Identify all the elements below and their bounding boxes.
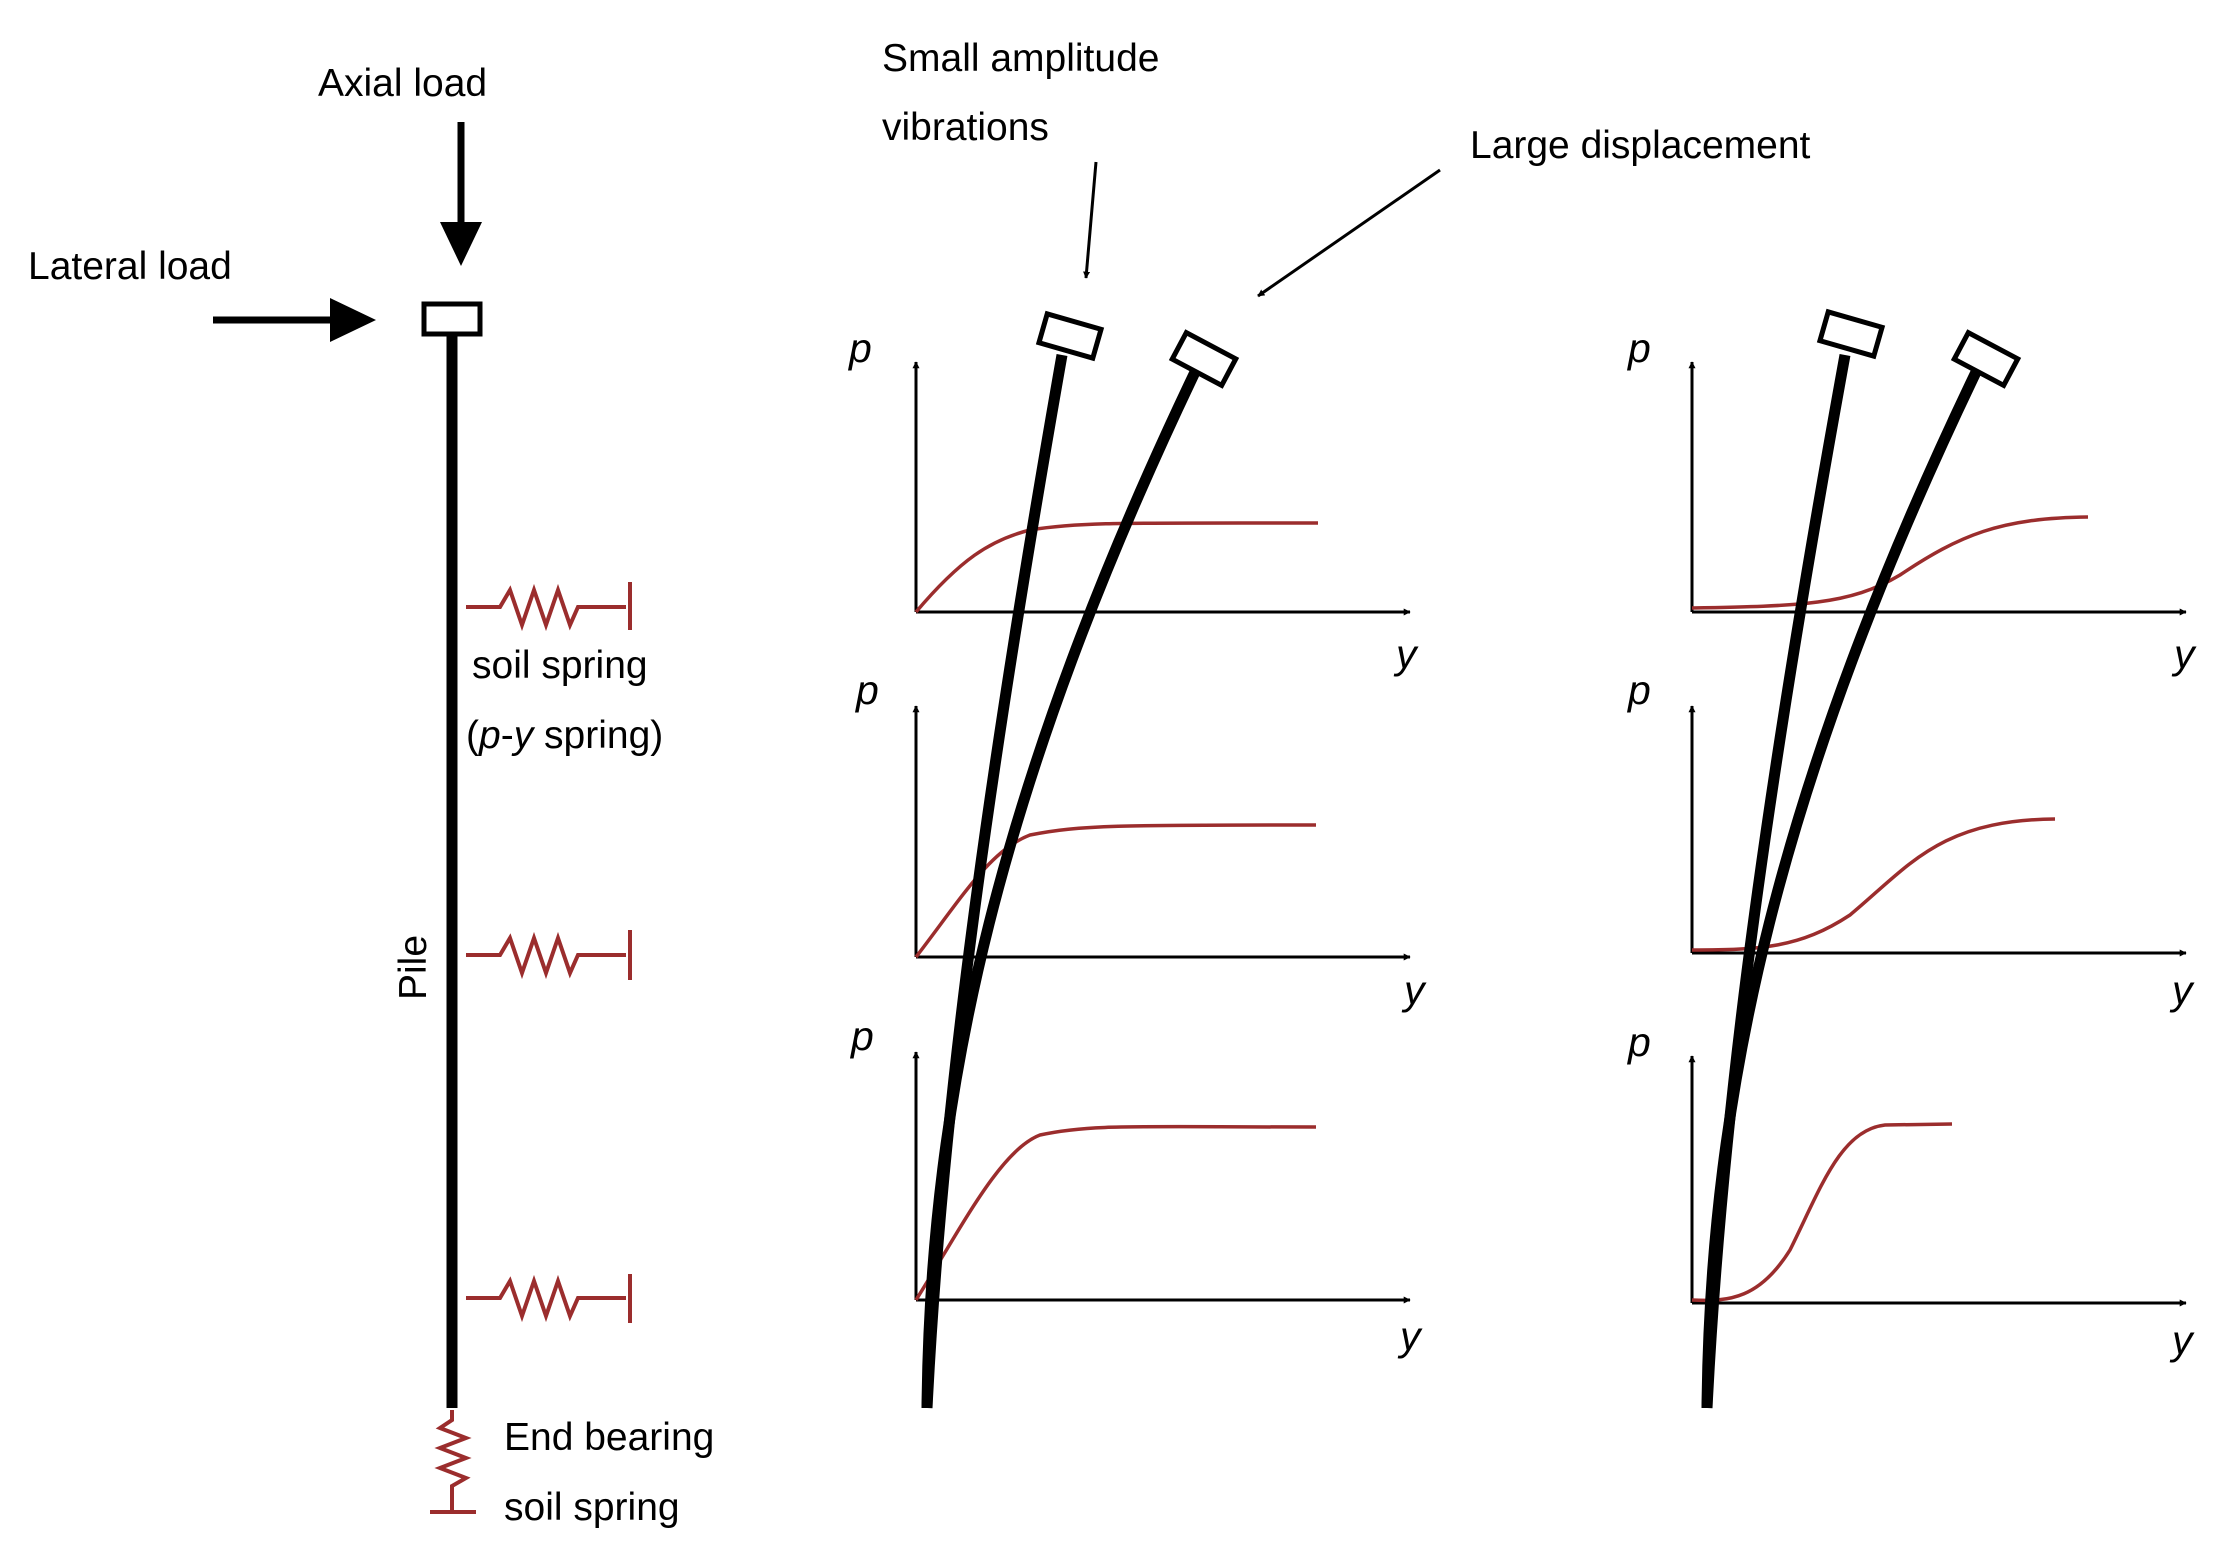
lateral-load-arrow [213,298,376,342]
pile-cap-small [1035,310,1105,362]
pile-label: Pile [392,935,435,1000]
pile-cap [421,301,483,337]
p-axis-label: p [847,325,872,371]
small-amplitude-label-2: vibrations [882,106,1049,149]
py-axes [912,705,1411,961]
p-axis-label: p [849,1013,874,1059]
soil-spring-label: soil spring [472,644,648,687]
y-axis-label: y [1397,1313,1423,1359]
end-bearing-spring [430,1410,476,1514]
py-curve [914,521,1319,614]
py-spring-label: (p-y spring) [466,714,663,757]
y-axis-label: y [2169,1317,2195,1363]
large-displacement-label: Large displacement [1470,124,1811,167]
large-displacement-pointer [1257,168,1441,298]
py-curve [914,1124,1317,1301]
soil-spring [466,582,632,632]
pile-cap-small [1816,308,1886,360]
py-curve [1691,1122,1953,1303]
p-axis-label: p [1626,667,1651,713]
py-axes [1688,705,2187,957]
pile-cap-large [1168,329,1240,389]
y-axis-label: y [1393,631,1419,677]
py-axes [912,1051,1411,1304]
py-axes [1688,1055,2187,1307]
lateral-load-label: Lateral load [28,245,232,288]
deflected-pile-large [921,367,1201,1409]
small-amplitude-label: Small amplitude [882,37,1159,80]
py-axes [912,361,1411,616]
end-bearing-label-2: soil spring [504,1486,680,1529]
right-py-panel: p y p y p y [1626,308,2197,1409]
deflected-pile-large [1701,367,1982,1409]
middle-py-panel: p y p y p y [847,310,1427,1409]
y-axis-label: y [2171,631,2197,677]
y-axis-label: y [2169,967,2195,1013]
y-axis-label: y [1401,967,1427,1013]
py-axes [1688,361,2187,616]
p-axis-label: p [854,667,879,713]
axial-load-arrow [440,122,482,266]
axial-load-label: Axial load [318,62,487,105]
py-curve [1691,515,2089,610]
p-axis-label: p [1626,1019,1651,1065]
soil-spring [466,930,632,980]
soil-spring [466,1274,632,1323]
pile-model: Axial load Lateral load Pile soil spring… [28,62,714,1529]
pile-cap-large [1950,329,2022,389]
small-amplitude-pointer [1083,161,1098,279]
py-curve [914,823,1317,959]
py-curve [1691,817,2056,952]
p-axis-label: p [1626,325,1651,371]
end-bearing-label: End bearing [504,1416,714,1459]
